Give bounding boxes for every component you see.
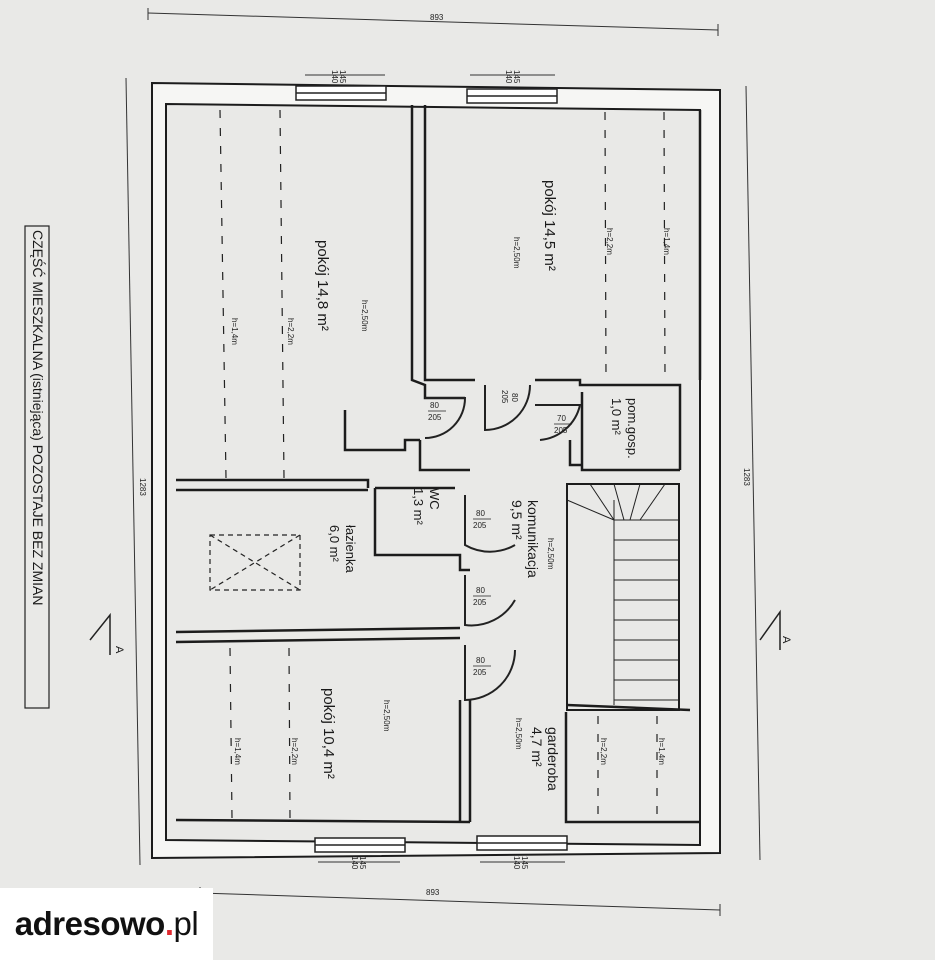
door-3-width: 70 xyxy=(557,414,566,423)
win-dim-3b: 140 xyxy=(350,856,359,870)
title-frame xyxy=(24,225,50,709)
dim-bottom-width: 893 xyxy=(426,888,440,897)
door-4-height: 205 xyxy=(473,521,487,530)
section-marker-right: A xyxy=(780,636,792,644)
room-pokoj-c: pokój 10,4 m² xyxy=(320,688,337,779)
room-lazienka-name: łazienka xyxy=(343,525,358,573)
win-dim-4a: 145 xyxy=(520,856,529,870)
room-pokoj-a-h3: h=2,2m xyxy=(286,318,295,345)
door-1-height: 205 xyxy=(428,413,442,422)
room-garderoba-name: garderoba xyxy=(545,727,561,791)
door-2-width: 80 xyxy=(510,393,519,402)
win-dim-2a: 145 xyxy=(512,70,521,84)
room-pokoj-c-h2: h=1,4m xyxy=(233,738,242,765)
room-komunikacja-height: h=2,50m xyxy=(546,538,555,570)
room-pokoj-a-h1: h=2,50m xyxy=(360,300,369,332)
room-pokoj-b-h3: h=1,4m xyxy=(662,228,671,255)
room-garderoba-area: 4,7 m² xyxy=(529,727,545,767)
room-komunikacja-name: komunikacja xyxy=(525,500,541,578)
watermark-logo: adresowo.pl xyxy=(0,888,213,960)
room-pom-gosp-name: pom.gosp. xyxy=(625,398,640,459)
door-5-height: 205 xyxy=(473,598,487,607)
win-dim-1b: 140 xyxy=(330,70,339,84)
watermark-tld: pl xyxy=(173,905,199,942)
win-dim-1a: 145 xyxy=(338,70,347,84)
door-5-width: 80 xyxy=(476,586,485,595)
door-4-width: 80 xyxy=(476,509,485,518)
watermark-brand: adresowo xyxy=(14,905,166,942)
windows xyxy=(295,85,568,853)
room-pokoj-a: pokój 14,8 m² xyxy=(314,240,331,331)
section-marker-left: A xyxy=(113,646,125,654)
dim-right-length: 1283 xyxy=(742,468,751,486)
win-dim-3a: 145 xyxy=(358,856,367,870)
room-pokoj-b-h1: h=2,50m xyxy=(512,237,521,269)
door-1-width: 80 xyxy=(430,401,439,410)
roof-height-lines xyxy=(219,109,666,819)
watermark-text: adresowo.pl xyxy=(14,905,199,943)
room-pokoj-c-h1: h=2,50m xyxy=(382,700,391,732)
room-pokoj-b: pokój 14,5 m² xyxy=(541,180,558,271)
room-pokoj-a-h2: h=1,4m xyxy=(230,318,239,345)
watermark-dot: . xyxy=(164,905,174,942)
door-swings xyxy=(424,384,582,702)
section-markers xyxy=(89,609,781,655)
door-6-height: 205 xyxy=(473,668,487,677)
door-2-height: 205 xyxy=(500,390,509,404)
dimension-lines xyxy=(125,8,761,916)
dim-top-width: 893 xyxy=(430,13,444,22)
room-wc-name: WC xyxy=(427,488,442,510)
room-wc-area: 1,3 m² xyxy=(411,488,426,526)
door-3-height: 205 xyxy=(554,426,568,435)
room-garderoba-h2: h=2,2m xyxy=(599,738,608,765)
win-dim-4b: 140 xyxy=(512,856,521,870)
skylight xyxy=(209,534,301,591)
win-dim-2b: 140 xyxy=(504,70,513,84)
room-pokoj-b-h2: h=2,2m xyxy=(605,228,614,255)
room-garderoba-h1: h=2,50m xyxy=(514,718,523,750)
plan-title: CZĘŚĆ MIESZKALNA (istniejąca) POZOSTAJE … xyxy=(30,230,47,605)
staircase xyxy=(566,483,679,705)
room-komunikacja-area: 9,5 m² xyxy=(509,500,525,540)
door-labels: 80 205 80 205 70 205 80 205 80 205 80 20… xyxy=(428,390,572,677)
room-pokoj-c-h3: h=2,2m xyxy=(290,738,299,765)
dim-left-length: 1283 xyxy=(138,478,147,496)
room-lazienka-area: 6,0 m² xyxy=(327,525,342,563)
interior-walls xyxy=(175,105,702,824)
outer-wall xyxy=(151,81,721,860)
door-6-width: 80 xyxy=(476,656,485,665)
room-pom-gosp-area: 1,0 m² xyxy=(609,398,624,436)
room-garderoba-h3: h=1,4m xyxy=(657,738,666,765)
